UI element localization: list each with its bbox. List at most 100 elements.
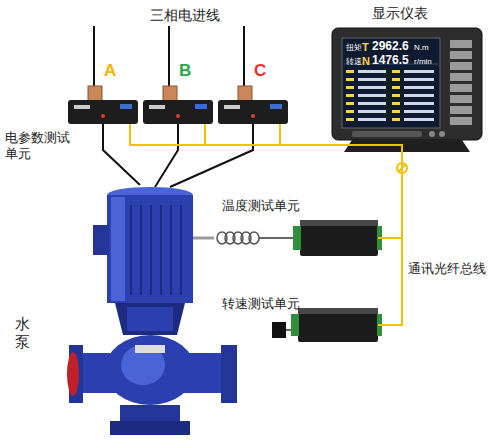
power-meter-unit-part [68,100,138,124]
display-instrument-part [332,28,482,140]
display-instrument-part [450,95,472,103]
screen-text: T [362,41,369,53]
temperature-unit-part [293,226,301,250]
water-pump-part [105,335,195,405]
water-pump-part [135,345,165,353]
copper-lug [88,86,252,102]
node-text: 转速测试单元 [222,296,300,312]
water-pump-part [150,205,152,295]
fiber-bus-line [378,152,402,325]
temperature-probe [190,232,294,244]
screen-value: 2962.6 [372,40,409,53]
phase-cable-part [243,26,245,90]
display-instrument-part [358,70,386,73]
display-instrument-part [358,102,386,105]
display-instrument-part [450,51,472,59]
temperature-probe-part [259,237,294,239]
water-pump-part [170,205,172,295]
display-instrument-part [392,70,400,73]
display-instrument-part [392,78,400,81]
copper-lug-part [88,86,102,102]
speed-sensor [272,322,292,338]
power-meter-unit-part [251,114,255,118]
temperature-unit-part [300,220,378,256]
display-instrument-part [450,73,472,81]
power-meter-unit-part [224,105,240,109]
display-instrument-part [346,78,354,81]
speed-unit-part [291,314,299,336]
water-pump-part [140,205,142,295]
display-instrument-part [450,84,472,92]
display-instrument-part [404,70,434,73]
power-meter-unit-part [176,114,180,118]
node-text: 水泵 [15,315,32,351]
display-instrument-part [358,94,386,97]
display-instrument-part [392,110,400,113]
display-instrument-part [392,94,400,97]
water-pump-part [221,345,237,403]
phase-cable-part [93,26,95,90]
screen-text: 转速 [346,58,362,67]
display-instrument-part [358,86,386,89]
phase-label: C [254,62,266,81]
speed-unit-box: 转速测试单元 [298,308,378,342]
display-instrument-part [392,118,400,121]
display-instrument-part [358,118,386,121]
power-meter-unit-part [74,105,90,109]
phase-label: B [179,62,191,81]
copper-lug-part [238,86,252,102]
temperature-unit [293,220,382,256]
power-unit-box: 电参数测试单元 [68,100,138,124]
display-instrument-part [404,78,434,81]
speed-unit [291,308,382,342]
power-meter-unit-part [101,114,105,118]
display-instrument-part [450,106,472,114]
fiber-bus-part [279,124,281,145]
water-pump-part [93,225,109,255]
water-pump-part [160,205,162,295]
display-instrument-part [404,94,434,97]
display-instrument-part [450,40,472,48]
bus-label: 通讯光纤总线 [408,262,486,276]
display-instrument-part [352,131,422,137]
display-instrument-part [346,86,354,89]
power-meter-unit-part [270,104,282,109]
display-instrument-part [439,131,445,137]
power-meter-unit-part [143,100,213,124]
water-pump-part [107,195,193,303]
motor-wire-part [170,124,253,187]
water-pump-part [180,205,182,295]
temperature-unit-part [300,220,378,226]
fiber-bus-part [204,124,206,145]
display-instrument-part [404,86,434,89]
screen-text: N [362,55,370,67]
water-pump-part [67,352,79,396]
power-meter-unit-part [218,100,288,124]
screen-text: 扭矩 [346,44,362,53]
temperature-probe-part [249,232,259,244]
phase-cable-part [168,26,170,90]
display-instrument-part [346,118,354,121]
phase-label: A [104,62,116,81]
display-instrument-part [404,110,434,113]
display-instrument [332,28,482,152]
speed-unit-part [298,308,378,342]
display-instrument-part [429,131,435,137]
display-instrument-part [450,117,472,125]
display-instrument-part [346,102,354,105]
node-text: 显示仪表 [372,5,428,22]
water-pump-part [111,197,125,301]
display-instrument-part [358,78,386,81]
power-meter-unit [68,100,288,124]
water-pump-part [127,307,173,331]
speed-unit-part [298,308,378,314]
pump-box: 水泵 [65,185,245,443]
water-pump-part [130,205,132,295]
node-text: 电参数测试单元 [5,130,71,161]
display-instrument-part [392,86,400,89]
display-instrument-part [450,62,472,70]
water-pump-part [120,405,180,423]
motor-wire-part [155,124,178,187]
